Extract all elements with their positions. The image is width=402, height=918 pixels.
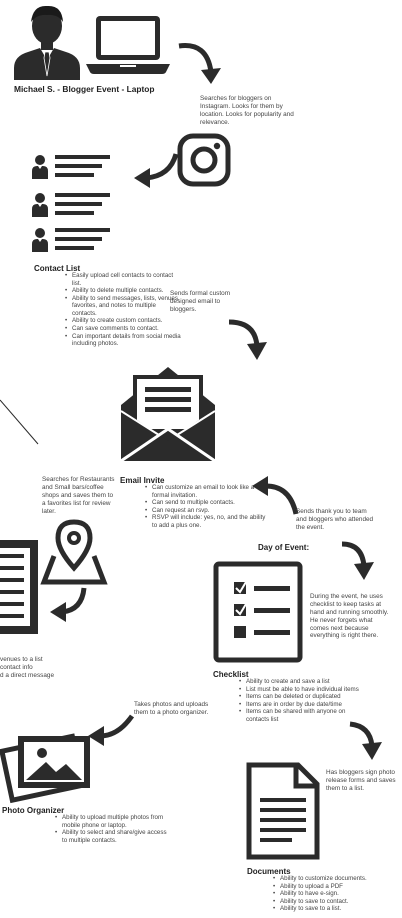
photo-stack-icon [0, 733, 90, 804]
list-item: Ability to save to contact. [273, 898, 400, 906]
list-item: Ability to save to a list. [273, 905, 400, 913]
open-envelope-icon [120, 367, 216, 463]
list-item: Ability to customize documents. [273, 875, 400, 883]
note-venues-line-3: d a direct message [0, 672, 54, 679]
email-invite-features: Can customize an email to look like a fo… [138, 484, 270, 529]
list-item: Can important details from social media … [65, 333, 182, 348]
photo-organizer-title: Photo Organizer [2, 806, 65, 815]
note-checklist-usage: During the event, he uses checklist to k… [310, 593, 389, 640]
note-photo-release: Has bloggers sign photo release forms an… [326, 769, 396, 792]
curved-arrow [88, 714, 135, 746]
list-item: Ability to delete multiple contacts. [65, 287, 182, 295]
persona-title: Michael S. - Blogger Event - Laptop [14, 84, 155, 94]
day-of-event-label: Day of Event: [258, 543, 310, 552]
curved-arrow [178, 43, 221, 84]
list-item: RSVP will include: yes, no, and the abil… [145, 514, 270, 529]
documents-title: Documents [247, 867, 291, 876]
note-thank-you: Sends thank you to team and bloggers who… [296, 508, 374, 531]
note-email-bloggers: Sends formal custom designed email to bl… [170, 290, 231, 313]
connector-line [0, 399, 39, 445]
list-item: Items are in order by due date/time [239, 701, 368, 709]
laptop-icon [86, 16, 170, 74]
checklist-features: Ability to create and save a list List m… [232, 678, 368, 723]
list-item: Can send to multiple contacts. [145, 499, 270, 507]
note-restaurant-search: Searches for Restaurants and Small bars/… [42, 476, 115, 515]
curved-arrow [228, 319, 267, 360]
note-photo-upload: Takes photos and uploads them to a photo… [134, 701, 209, 716]
document-icon [246, 762, 320, 860]
list-item: Can request an rsvp. [145, 507, 270, 515]
note-venues-line-2: contact info [0, 664, 33, 671]
contact-list-features: Easily upload cell contacts to contact l… [58, 272, 182, 348]
photo-organizer-features: Ability to upload multiple photos from m… [48, 814, 170, 844]
contact-list-title: Contact List [34, 264, 81, 273]
instagram-icon [177, 133, 231, 187]
list-item: Ability to create custom contacts. [65, 317, 182, 325]
list-item: Ability to upload multiple photos from m… [55, 814, 170, 829]
list-item: Easily upload cell contacts to contact l… [65, 272, 182, 287]
list-item: List must be able to have individual ite… [239, 686, 368, 694]
curved-arrow [134, 153, 179, 188]
checklist-title: Checklist [213, 670, 249, 679]
list-item: Ability to create and save a list [239, 678, 368, 686]
list-item: Items can be shared with anyone on conta… [239, 708, 368, 723]
list-item: Ability to have e-sign. [273, 890, 400, 898]
curved-arrow [50, 587, 87, 622]
list-item: Can customize an email to look like a fo… [145, 484, 270, 499]
note-instagram-search: Searches for bloggers on Instagram. Look… [200, 95, 294, 126]
list-item: Can save comments to contact. [65, 325, 182, 333]
contact-list-icon [32, 155, 110, 252]
list-item: Items can be deleted or duplicated [239, 693, 368, 701]
curved-arrow [252, 476, 299, 515]
list-item: Ability to select and share/give access … [55, 829, 170, 844]
curved-arrow [349, 721, 382, 760]
email-invite-title: Email Invite [120, 476, 165, 485]
list-item: Ability to send messages, lists, venues,… [65, 295, 182, 318]
documents-features: Ability to customize documents. Ability … [266, 875, 400, 913]
map-location-icon [0, 519, 108, 634]
user-avatar-icon [14, 5, 80, 80]
curved-arrow [341, 541, 374, 580]
checklist-icon [213, 561, 303, 663]
note-venues-line-1: venues to a list [0, 656, 43, 663]
list-item: Ability to upload a PDF [273, 883, 400, 891]
